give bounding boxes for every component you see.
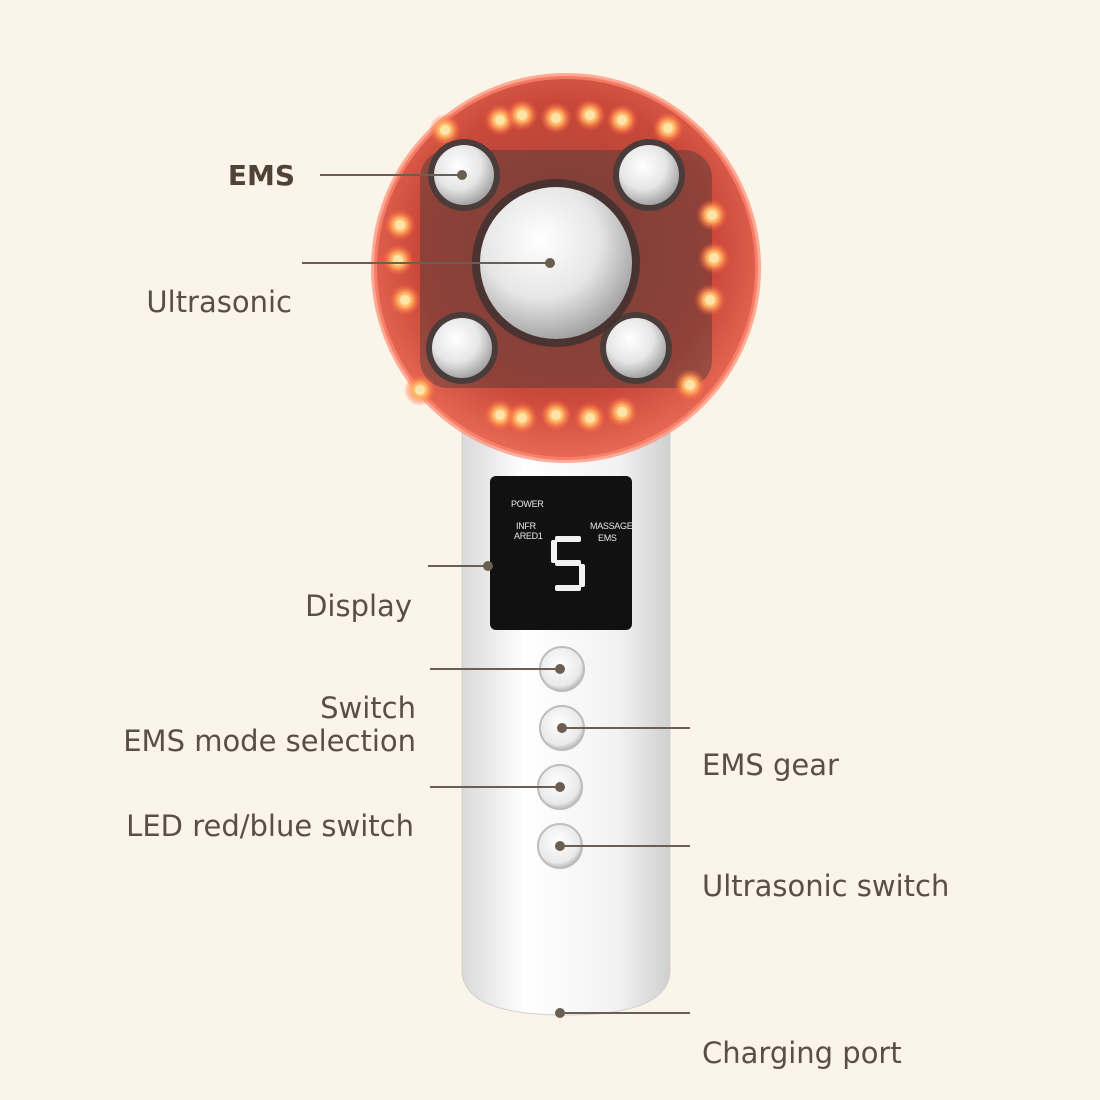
led-dot (517, 110, 527, 120)
leader-lines (302, 170, 690, 1018)
lcd-infrared-label-1: INFR (516, 521, 536, 531)
led-dot (395, 220, 405, 230)
led-dot (707, 210, 717, 220)
lcd-power-label: POWER (511, 499, 544, 509)
led-dot (440, 125, 450, 135)
label-ems-mode-selection: EMS mode selection (123, 724, 416, 758)
led-dot (709, 253, 719, 263)
label-display: Display (305, 589, 412, 623)
led-dot (685, 380, 695, 390)
led-dot (585, 110, 595, 120)
led-dot (663, 123, 673, 133)
led-dot (585, 413, 595, 423)
led-dot (551, 113, 561, 123)
label-led-switch: LED red/blue switch (126, 809, 414, 843)
led-dot (617, 115, 627, 125)
led-dot (617, 407, 627, 417)
seven-segment-digit (551, 536, 585, 591)
lcd-massage-label: MASSAGE (590, 521, 633, 531)
led-dot (415, 385, 425, 395)
led-dot (400, 295, 410, 305)
led-dot (705, 295, 715, 305)
led-dot (517, 413, 527, 423)
lcd-infrared-label-2: ARED1 (514, 531, 543, 541)
display-screen (490, 476, 632, 630)
led-dot (495, 410, 505, 420)
ems-electrodes (426, 139, 685, 384)
control-buttons (537, 646, 585, 869)
label-switch: Switch (320, 691, 416, 725)
led-dot (495, 115, 505, 125)
label-charging-port: Charging port (702, 1036, 902, 1070)
red-light-leds (382, 99, 730, 434)
lcd-ems-label: EMS (598, 533, 617, 543)
ultrasonic-probe (472, 179, 640, 347)
label-ultrasonic-switch: Ultrasonic switch (702, 869, 950, 903)
label-ems: EMS (227, 159, 295, 192)
led-dot (551, 410, 561, 420)
label-ultrasonic: Ultrasonic (146, 285, 292, 319)
label-ems-gear: EMS gear (702, 748, 839, 782)
